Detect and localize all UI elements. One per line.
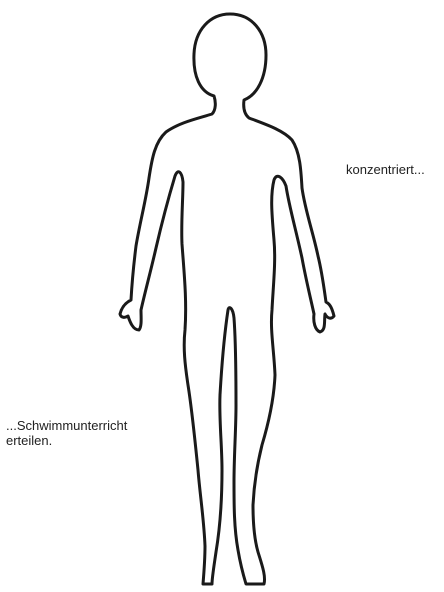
body-silhouette xyxy=(120,14,334,584)
annotation-top-right: konzentriert... xyxy=(346,162,425,177)
annotation-bottom-left: ...Schwimmunterricht erteilen. xyxy=(6,418,127,448)
annotation-bottom-left-line1: ...Schwimmunterricht xyxy=(6,418,127,433)
annotation-bottom-left-line2: erteilen. xyxy=(6,433,127,448)
